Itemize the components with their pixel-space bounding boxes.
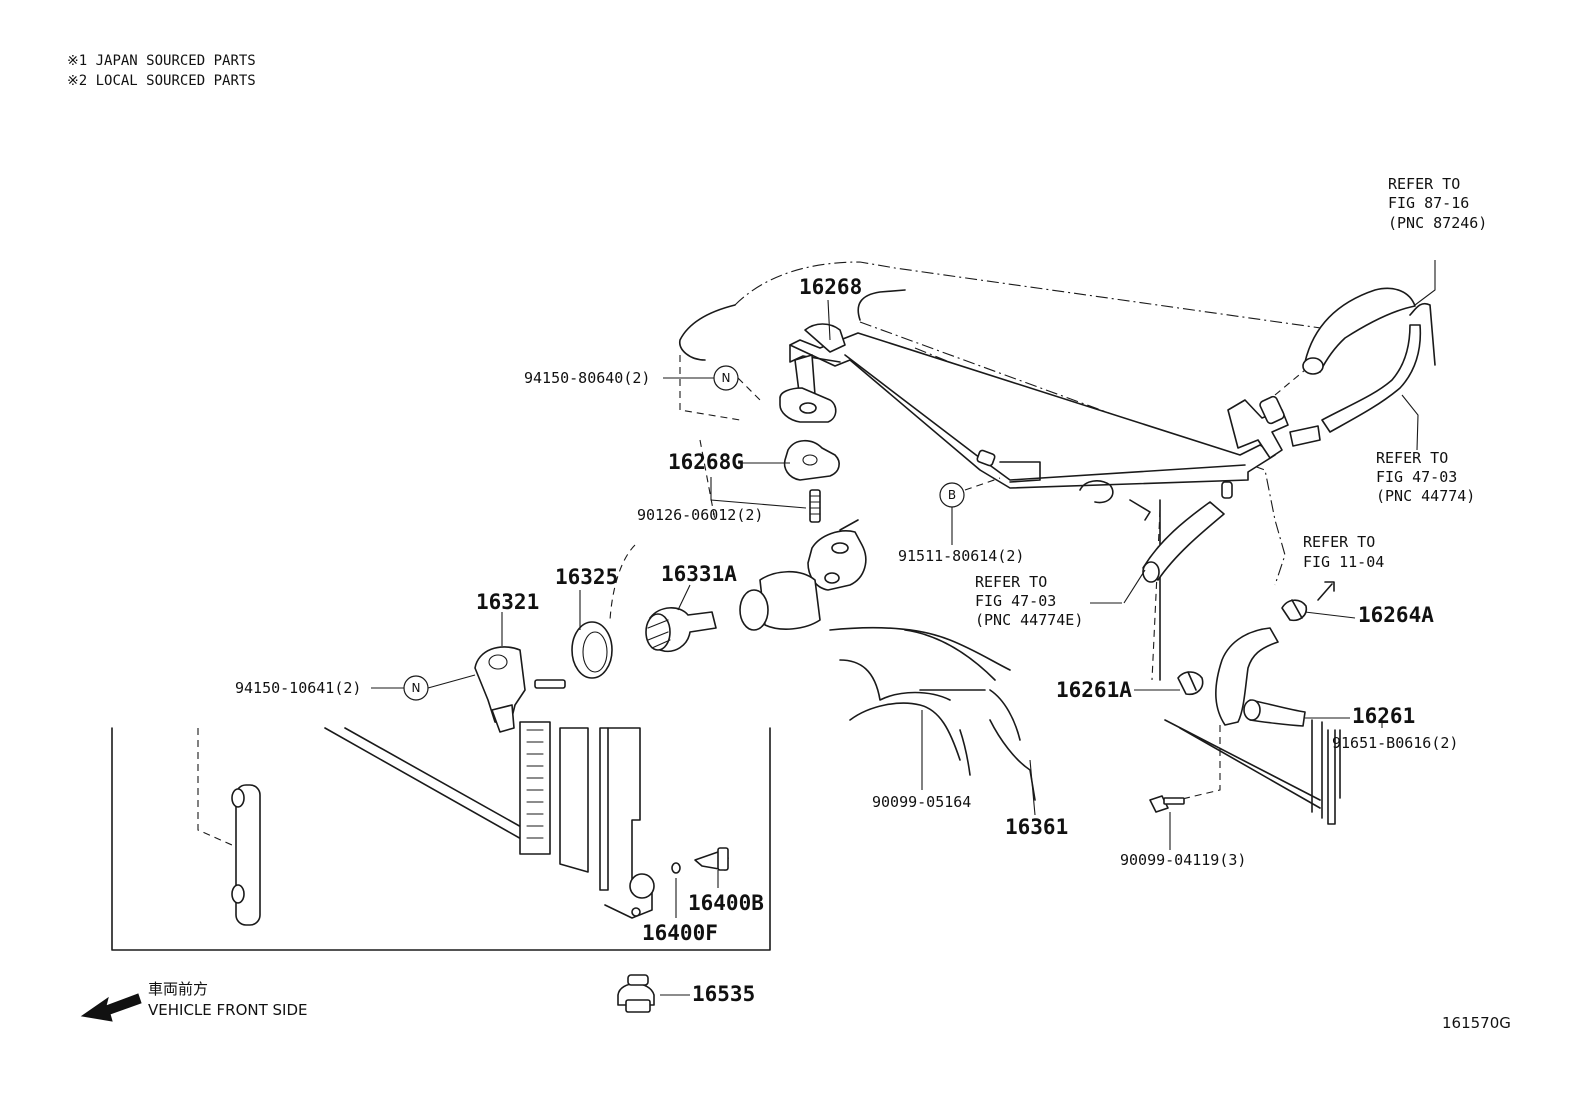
refer-fig-11-04: REFER TO FIG 11-04 bbox=[1303, 533, 1384, 571]
part-label-16361: 16361 bbox=[1005, 815, 1068, 839]
note-japan-sourced: ※1 JAPAN SOURCED PARTS bbox=[67, 53, 256, 69]
part-label-16331a: 16331A bbox=[661, 562, 737, 586]
lower-radiator-hose bbox=[1177, 599, 1308, 727]
part-label-16268g: 16268G bbox=[668, 450, 744, 474]
inlet-stud bbox=[534, 679, 566, 689]
support-cushion bbox=[617, 974, 655, 1013]
part-label-90099-05164: 90099-05164 bbox=[872, 793, 971, 811]
svg-text:REFER TO: REFER TO bbox=[975, 573, 1047, 591]
svg-text:N: N bbox=[412, 681, 421, 695]
drain-cock bbox=[694, 847, 729, 871]
part-label-94150-10641: 94150-10641(2) bbox=[235, 679, 361, 697]
thermostat-gasket bbox=[571, 621, 613, 679]
figure-code: 161570G bbox=[1442, 1014, 1511, 1032]
heater-hoses bbox=[1274, 287, 1436, 433]
part-label-16268: 16268 bbox=[799, 275, 862, 299]
part-label-16400f: 16400F bbox=[642, 921, 718, 945]
part-label-16261a: 16261A bbox=[1056, 678, 1132, 702]
radiator-assembly bbox=[111, 721, 771, 951]
svg-text:REFER TO: REFER TO bbox=[1303, 533, 1375, 551]
engine-lower-contour bbox=[829, 626, 1036, 801]
front-label-jp: 車両前方 bbox=[148, 980, 208, 998]
svg-text:N: N bbox=[722, 371, 731, 385]
part-label-16325: 16325 bbox=[555, 565, 618, 589]
refer-fig-47-03-a: REFER TO FIG 47-03 (PNC 44774) bbox=[1376, 449, 1475, 505]
svg-text:FIG 11-04: FIG 11-04 bbox=[1303, 553, 1384, 571]
vehicle-front-indicator: 車両前方 VEHICLE FRONT SIDE bbox=[80, 980, 308, 1022]
water-bypass-pipe bbox=[779, 323, 1276, 521]
bypass-hose bbox=[1142, 395, 1321, 583]
radiator-right-section bbox=[1164, 719, 1341, 825]
svg-text:(PNC 44774E): (PNC 44774E) bbox=[975, 611, 1083, 629]
marker-b: B bbox=[939, 482, 965, 508]
marker-n-lower: N bbox=[403, 675, 429, 701]
part-label-16321: 16321 bbox=[476, 590, 539, 614]
svg-text:(PNC 44774): (PNC 44774) bbox=[1376, 487, 1475, 505]
part-label-90126-06012: 90126-06012(2) bbox=[637, 506, 763, 524]
svg-text:REFER TO: REFER TO bbox=[1388, 175, 1460, 193]
svg-text:FIG 47-03: FIG 47-03 bbox=[1376, 468, 1457, 486]
refer-arrow-icon bbox=[1317, 581, 1335, 601]
part-label-94150-80640: 94150-80640(2) bbox=[524, 369, 650, 387]
part-label-16264a: 16264A bbox=[1358, 603, 1434, 627]
marker-n-upper: N bbox=[713, 365, 739, 391]
part-label-90099-04119: 90099-04119(3) bbox=[1120, 851, 1246, 869]
part-label-91651-b0616: 91651-B0616(2) bbox=[1332, 734, 1458, 752]
part-label-16261: 16261 bbox=[1352, 704, 1415, 728]
stud-bolt bbox=[809, 489, 821, 523]
refer-fig-87-16: REFER TO FIG 87-16 (PNC 87246) bbox=[1388, 175, 1487, 232]
svg-text:B: B bbox=[948, 488, 956, 502]
note-local-sourced: ※2 LOCAL SOURCED PARTS bbox=[67, 73, 256, 89]
o-ring bbox=[671, 862, 681, 874]
svg-text:FIG 47-03: FIG 47-03 bbox=[975, 592, 1056, 610]
part-label-16535: 16535 bbox=[692, 982, 755, 1006]
gasket-16268g bbox=[783, 439, 840, 481]
front-arrow-icon bbox=[80, 993, 142, 1022]
thermostat bbox=[645, 607, 717, 652]
svg-text:FIG 87-16: FIG 87-16 bbox=[1388, 194, 1469, 212]
water-outlet-housing bbox=[739, 519, 867, 631]
part-label-16400b: 16400B bbox=[688, 891, 764, 915]
front-label-en: VEHICLE FRONT SIDE bbox=[148, 1001, 308, 1019]
svg-text:(PNC 87246): (PNC 87246) bbox=[1388, 214, 1487, 232]
part-label-91511-80614: 91511-80614(2) bbox=[898, 547, 1024, 565]
leader-lines bbox=[371, 260, 1436, 996]
water-inlet bbox=[474, 646, 526, 733]
refer-fig-47-03-b: REFER TO FIG 47-03 (PNC 44774E) bbox=[975, 573, 1083, 629]
bolt-90099-04119 bbox=[1149, 795, 1185, 813]
svg-text:REFER TO: REFER TO bbox=[1376, 449, 1448, 467]
